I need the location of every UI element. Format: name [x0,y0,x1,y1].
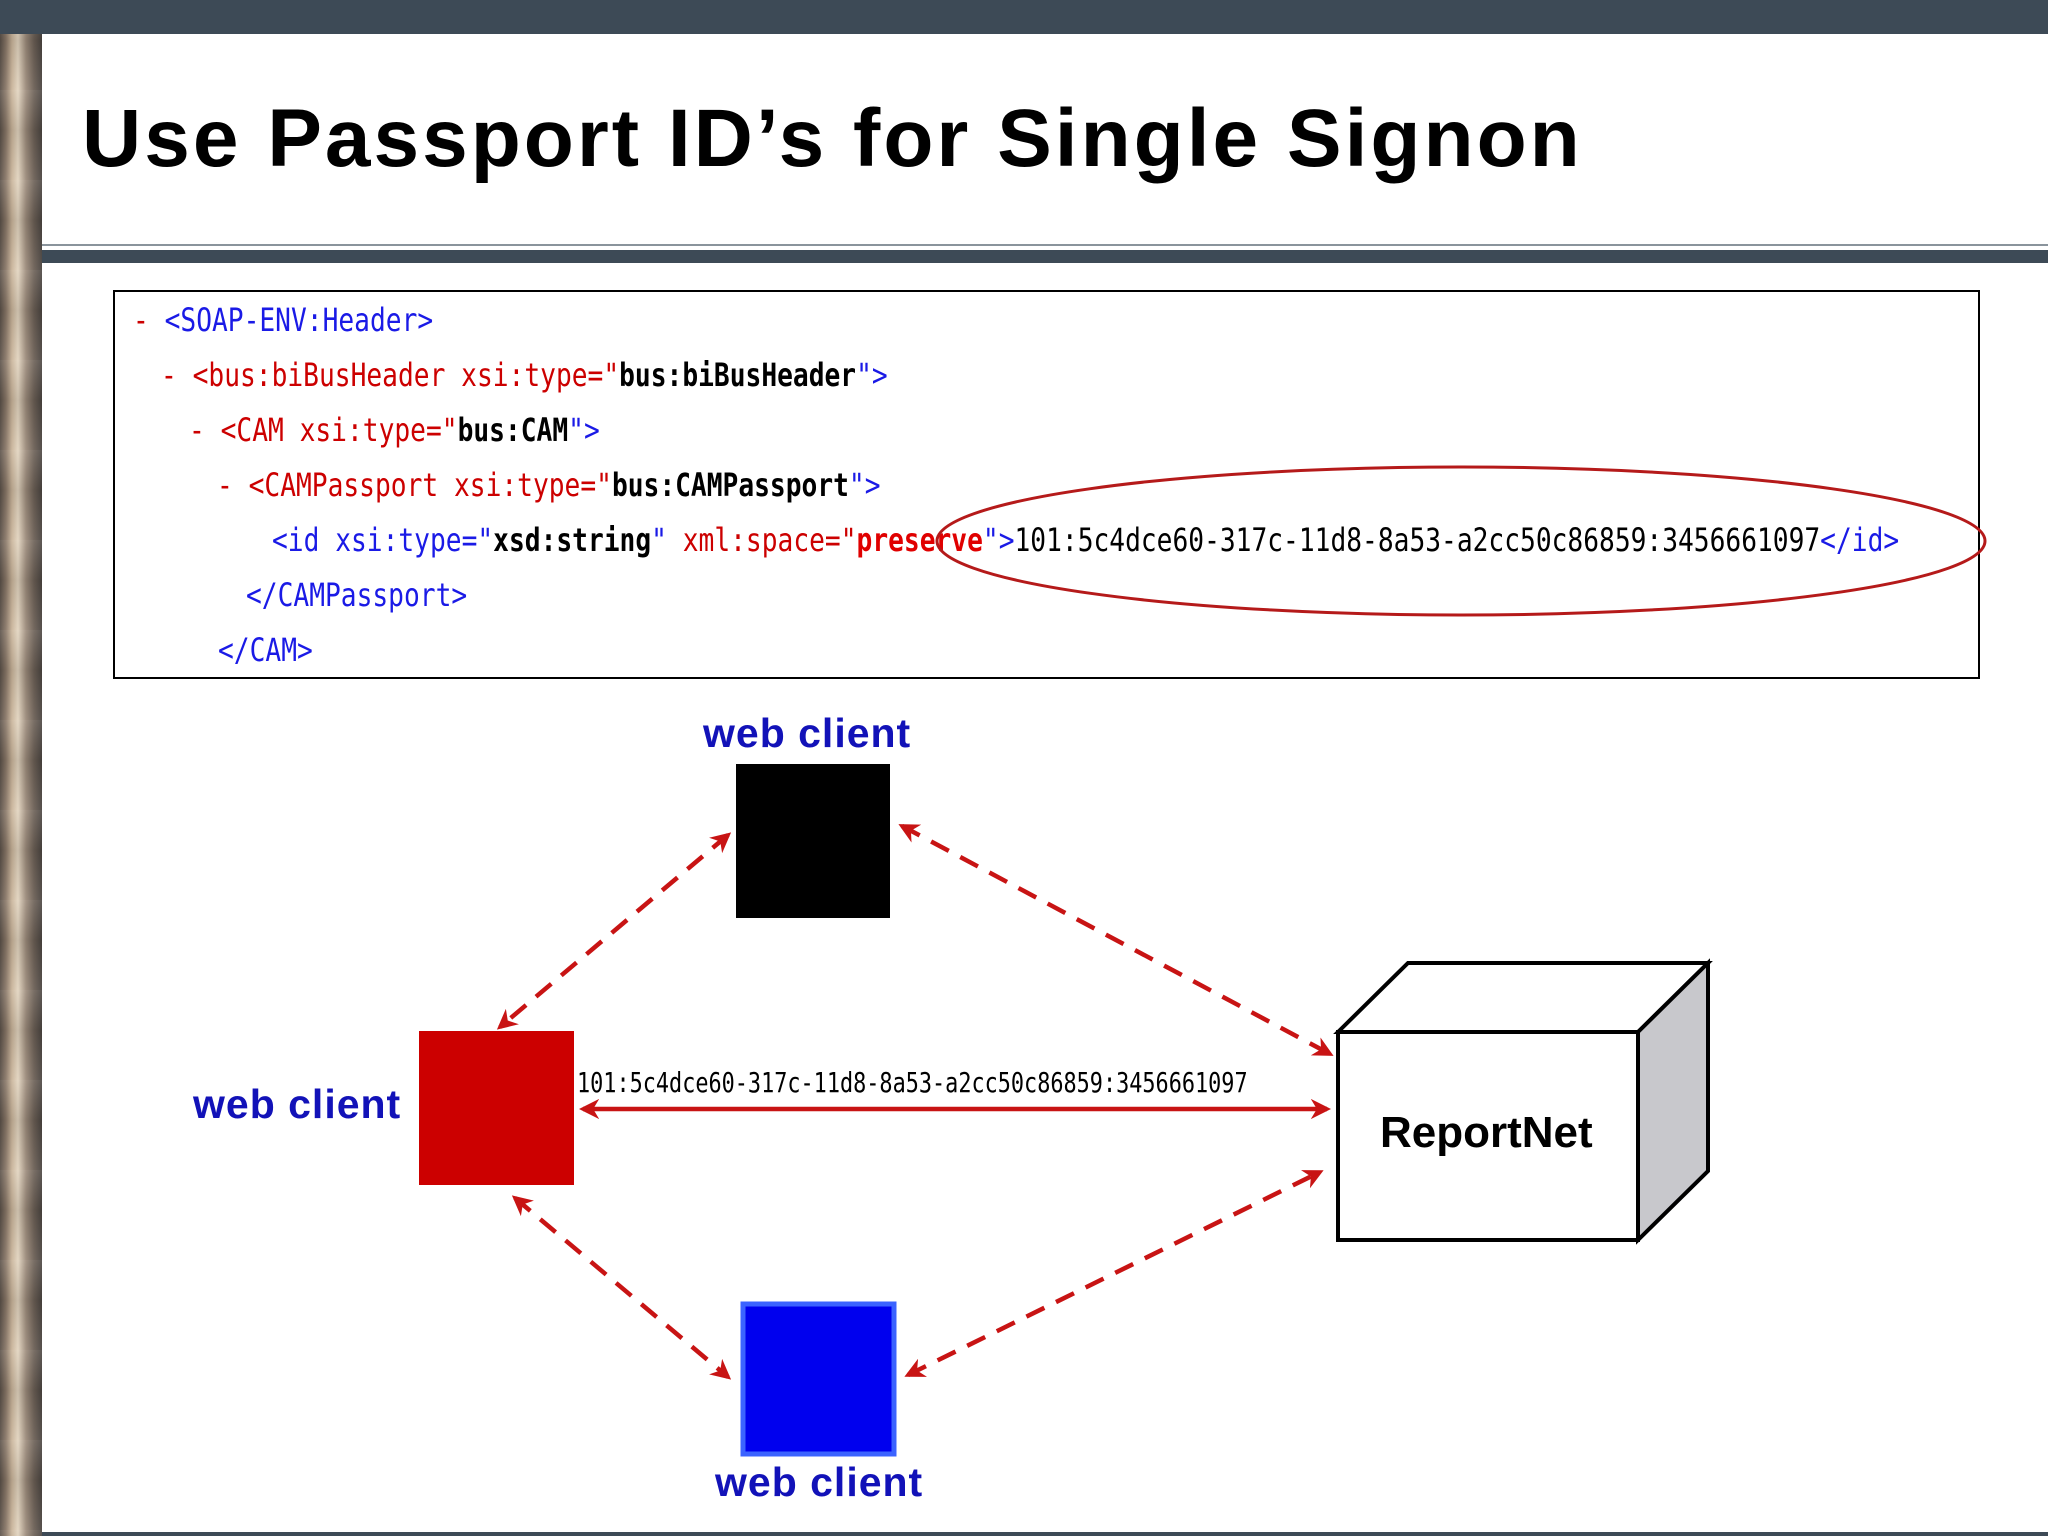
xml-tag: </CAM> [218,631,313,669]
xml-collapse-marker[interactable]: - [133,301,165,339]
slide-title: Use Passport ID’s for Single Signon [82,93,1583,184]
xml-tag-close: "> [568,411,600,449]
xml-collapse-marker[interactable]: - [217,466,249,504]
xml-line-id: <id xsi:type="xsd:string" xml:space="pre… [272,520,1899,560]
xml-code-panel: - <SOAP-ENV:Header> - <bus:biBusHeader x… [113,290,1980,679]
xml-line-bibusheader: - <bus:biBusHeader xsi:type="bus:biBusHe… [161,355,888,395]
web-client-top-label: web client [703,710,912,756]
web-client-left-node [419,1031,574,1185]
passport-id-edge-label: 101:5c4dce60-317c-11d8-8a53-a2cc50c86859… [577,1066,1248,1099]
xml-tag-open: <CAM xsi:type=" [220,411,458,449]
edge-top-server [898,824,1334,1056]
reportnet-server-box [1333,958,1713,1245]
passport-id-value: 101:5c4dce60-317c-11d8-8a53-a2cc50c86859… [1014,521,1821,559]
xml-tag-open: <bus:biBusHeader xsi:type=" [192,356,620,394]
xml-attr-name: xml:space=" [682,521,857,559]
xml-tag-open: <id xsi:type=" [272,521,494,559]
web-client-bottom-node [740,1301,897,1457]
xml-collapse-marker[interactable]: - [189,411,221,449]
xml-attr-value: xsd:string [493,521,652,559]
web-client-top-node [736,764,890,918]
web-client-bottom-label: web client [715,1459,924,1505]
xml-quote: " [651,521,683,559]
xml-tag-close: "> [856,356,888,394]
xml-collapse-marker[interactable]: - [161,356,193,394]
edge-left-bottom [511,1195,732,1380]
xml-line-cam: - <CAM xsi:type="bus:CAM"> [189,410,600,450]
xml-line-soap-header: - <SOAP-ENV:Header> [133,300,433,340]
xml-tag: <SOAP-ENV:Header> [164,301,434,339]
xml-attr-value: bus:CAMPassport [611,466,849,504]
xml-line-campassport: - <CAMPassport xsi:type="bus:CAMPassport… [217,465,881,505]
web-client-left-label: web client [193,1081,402,1127]
xml-tag-close: "> [848,466,881,504]
xml-line-cam-close: </CAM> [218,630,313,670]
xml-line-campassport-close: </CAMPassport> [246,575,467,615]
reportnet-label: ReportNet [1380,1108,1593,1157]
xml-tag-open: <CAMPassport xsi:type=" [248,466,612,504]
xml-tag-close: </id> [1820,521,1900,559]
decorative-side-strip [0,0,42,1536]
xml-quote: "> [982,521,1015,559]
bottom-divider [42,1532,2048,1536]
xml-attr-value: bus:biBusHeader [619,356,857,394]
title-divider-thin [42,244,2048,246]
top-bar [0,0,2048,34]
xml-tag: </CAMPassport> [246,576,468,614]
edge-bottom-server [904,1169,1324,1378]
edge-top-left [496,832,732,1030]
title-divider [42,250,2048,263]
passport-id-highlight-ellipse [935,465,1987,617]
xml-attr-value: bus:CAM [457,411,569,449]
xml-attr-value: preserve [856,521,983,559]
